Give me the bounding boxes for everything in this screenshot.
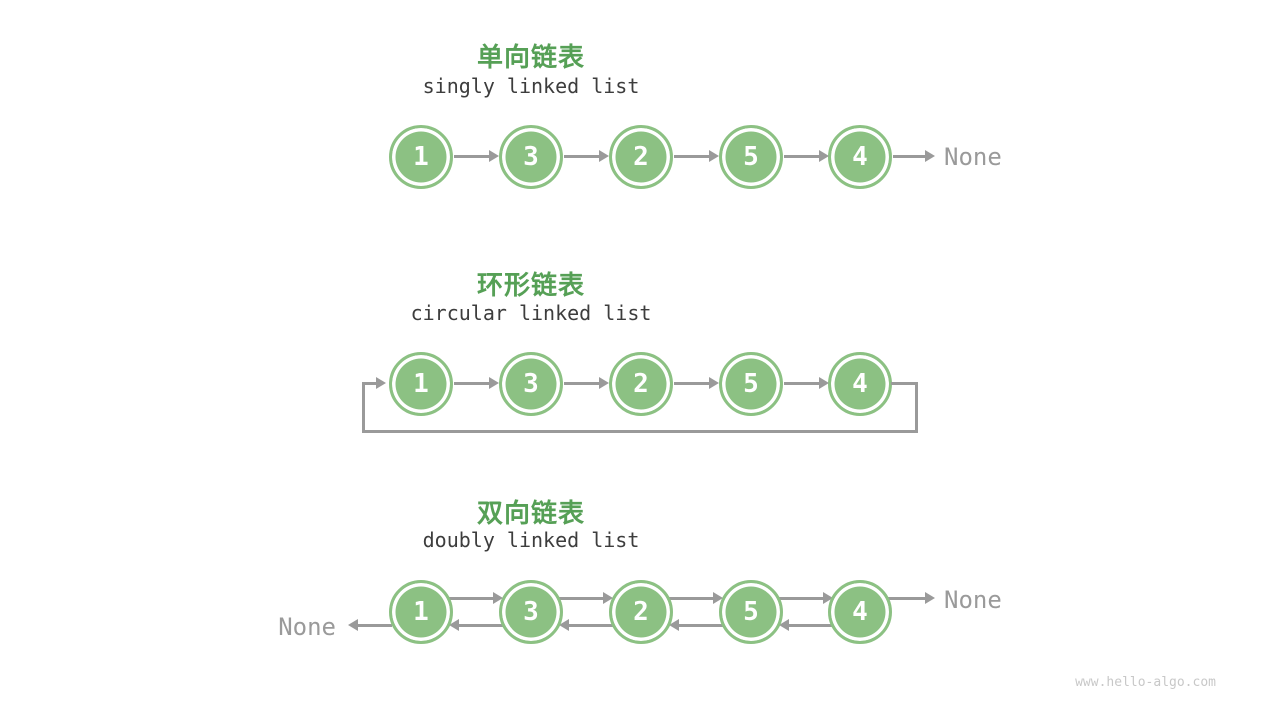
node-value: 4 <box>852 142 868 172</box>
none-label: None <box>944 586 1002 614</box>
loop-connector <box>362 383 918 433</box>
arrow-right-icon <box>779 592 833 604</box>
circular-node: 3 <box>499 352 563 416</box>
arrow-right-icon <box>559 592 613 604</box>
doubly-node: 4 <box>828 580 892 644</box>
arrow-left-icon <box>348 619 392 631</box>
circular-title-zh: 环形链表 <box>476 271 585 301</box>
doubly-node: 5 <box>719 580 783 644</box>
arrow-left-icon <box>779 619 833 631</box>
node-value: 3 <box>523 597 539 627</box>
singly-node: 1 <box>389 125 453 189</box>
loop-connector-stub <box>891 382 918 385</box>
arrow-right-icon <box>454 377 499 389</box>
arrow-right-icon <box>888 592 935 604</box>
singly-node: 4 <box>828 125 892 189</box>
arrow-left-icon <box>449 619 503 631</box>
arrow-left-icon <box>669 619 723 631</box>
arrow-left-icon <box>559 619 613 631</box>
arrow-right-icon <box>564 377 609 389</box>
none-label: None <box>944 143 1002 171</box>
arrow-right-icon <box>454 150 499 162</box>
arrow-right-icon <box>449 592 503 604</box>
singly-title-en: singly linked list <box>422 74 640 98</box>
singly-title-zh: 单向链表 <box>476 43 585 73</box>
circular-node: 1 <box>389 352 453 416</box>
doubly-title-zh: 双向链表 <box>476 499 585 529</box>
arrow-right-icon <box>669 592 723 604</box>
arrow-right-icon <box>674 377 719 389</box>
singly-node: 2 <box>609 125 673 189</box>
node-value: 3 <box>523 369 539 399</box>
node-value: 2 <box>633 369 649 399</box>
none-label: None <box>278 613 336 641</box>
doubly-node: 1 <box>389 580 453 644</box>
arrow-right-icon <box>784 377 829 389</box>
arrow-right-icon <box>893 150 935 162</box>
arrow-right-icon <box>784 150 829 162</box>
circular-node: 4 <box>828 352 892 416</box>
circular-title-en: circular linked list <box>410 301 652 325</box>
singly-node: 5 <box>719 125 783 189</box>
node-value: 1 <box>413 142 429 172</box>
node-value: 3 <box>523 142 539 172</box>
node-value: 4 <box>852 597 868 627</box>
watermark: www.hello-algo.com <box>1075 675 1216 690</box>
node-value: 5 <box>743 369 759 399</box>
node-value: 5 <box>743 597 759 627</box>
loop-arrow-right-icon <box>362 377 386 389</box>
node-value: 4 <box>852 369 868 399</box>
node-value: 2 <box>633 597 649 627</box>
doubly-node: 2 <box>609 580 673 644</box>
node-value: 2 <box>633 142 649 172</box>
singly-node: 3 <box>499 125 563 189</box>
node-value: 1 <box>413 369 429 399</box>
node-value: 5 <box>743 142 759 172</box>
arrow-right-icon <box>564 150 609 162</box>
node-value: 1 <box>413 597 429 627</box>
doubly-node: 3 <box>499 580 563 644</box>
doubly-title-en: doubly linked list <box>422 528 640 552</box>
arrow-right-icon <box>674 150 719 162</box>
circular-node: 5 <box>719 352 783 416</box>
circular-node: 2 <box>609 352 673 416</box>
